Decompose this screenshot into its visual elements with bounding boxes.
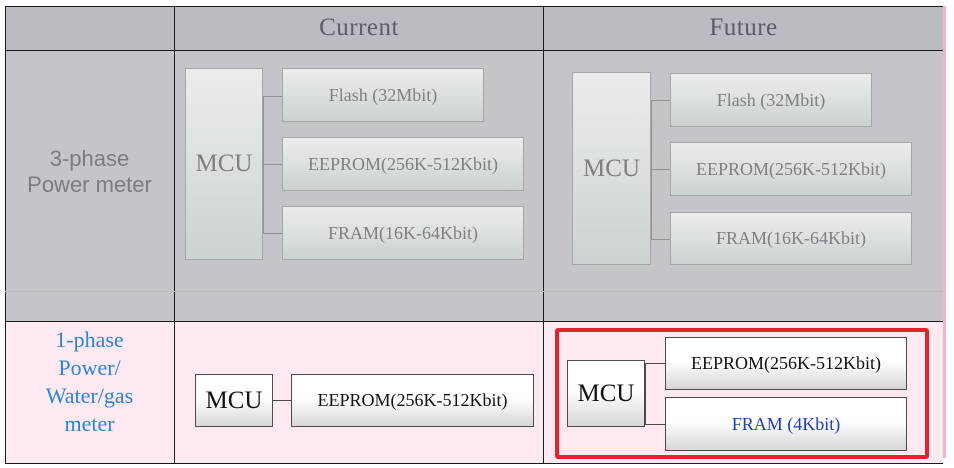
eeprom-memory-block: EEPROM(256K-512Kbit) <box>291 374 534 427</box>
grid-line-top <box>5 6 943 7</box>
fram-memory-block: FRAM(16K-64Kbit) <box>670 212 912 265</box>
bus-connector <box>651 169 670 170</box>
bus-connector <box>263 164 282 165</box>
bus-connector <box>263 233 282 234</box>
highlight-frame <box>555 328 929 459</box>
bus-connector <box>645 363 665 364</box>
row-label-line: meter <box>64 411 115 436</box>
grid-line-col1 <box>174 6 175 464</box>
bus-connector <box>645 363 646 424</box>
bus-connector <box>651 100 670 101</box>
eeprom-memory-block: EEPROM(256K-512Kbit) <box>282 137 524 191</box>
bus-connector <box>263 96 282 97</box>
flash-memory-block: Flash (32Mbit) <box>670 73 872 127</box>
row-label-line: 1-phase <box>55 327 124 352</box>
column-header-current: Current <box>319 14 399 41</box>
row-label-line: Water/gas <box>45 383 134 408</box>
row-label-three-phase: 3-phase Power meter <box>5 146 174 198</box>
row-label-single-phase: 1-phase Power/ Water/gas meter <box>5 326 174 438</box>
column-header-future: Future <box>709 14 778 41</box>
row-label-line: Power meter <box>27 172 152 197</box>
fram-memory-block: FRAM(16K-64Kbit) <box>282 206 524 260</box>
row-label-line: 3-phase <box>49 146 130 171</box>
eeprom-memory-block: EEPROM(256K-512Kbit) <box>670 142 912 196</box>
bus-connector <box>645 424 665 425</box>
grid-line-left <box>5 6 6 464</box>
bus-connector <box>651 239 670 240</box>
bus-connector <box>273 400 291 401</box>
mcu-block: MCU <box>572 72 651 265</box>
grid-line-middle <box>5 321 943 322</box>
mcu-block: MCU <box>185 68 263 260</box>
grid-line-spacer <box>5 291 943 292</box>
grid-line-header <box>5 50 943 51</box>
mcu-block: MCU <box>567 360 645 427</box>
mcu-block: MCU <box>195 374 273 427</box>
row-label-line: Power/ <box>58 355 121 380</box>
flash-memory-block: Flash (32Mbit) <box>282 68 484 122</box>
grid-line-bottom <box>5 463 943 464</box>
grid-line-col2 <box>543 6 544 464</box>
header-band <box>5 6 943 50</box>
pink-edge <box>943 6 946 458</box>
eeprom-memory-block: EEPROM(256K-512Kbit) <box>665 337 907 390</box>
fram-memory-block: FRAM (4Kbit) <box>665 397 907 451</box>
